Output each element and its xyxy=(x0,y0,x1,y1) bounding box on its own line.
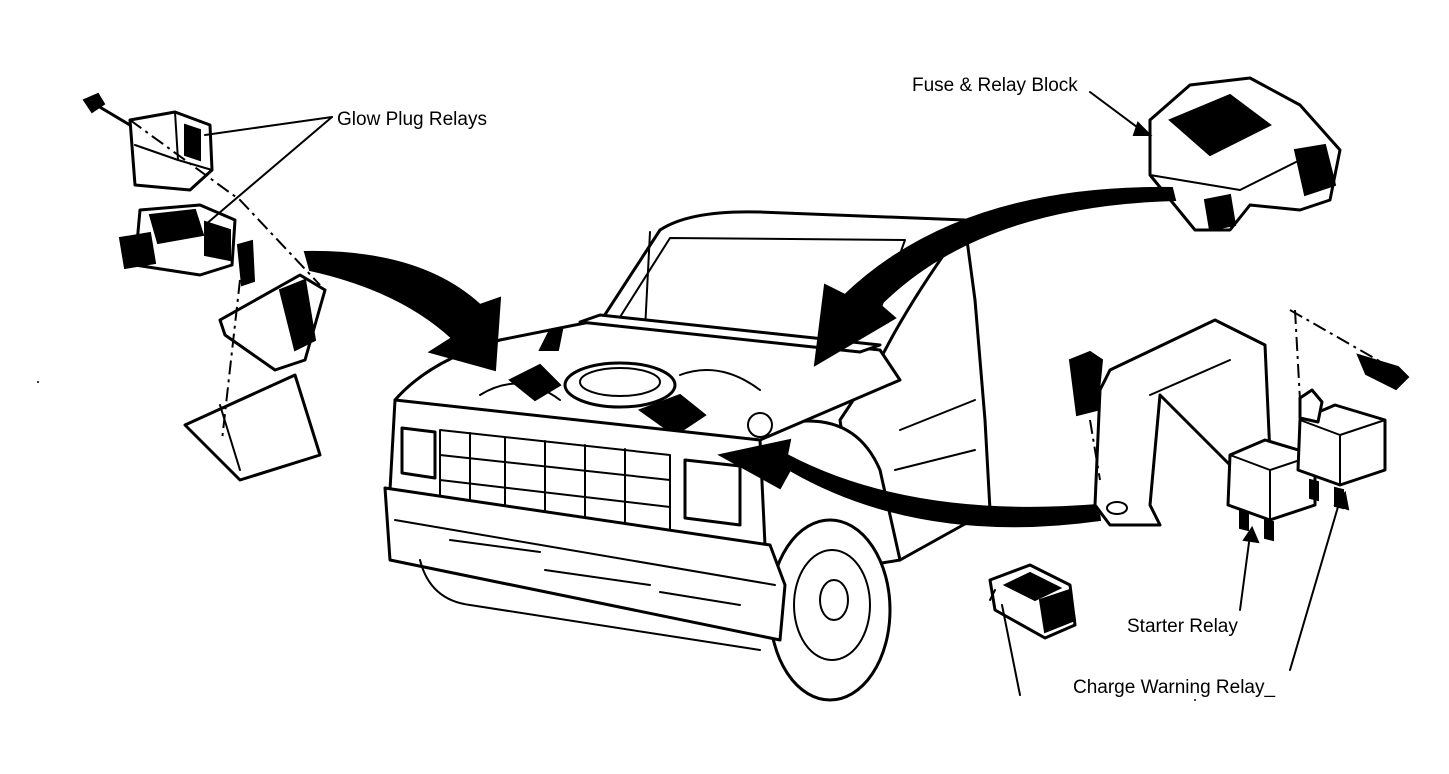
speck xyxy=(1194,699,1196,701)
fuse-block-pointer xyxy=(1089,91,1146,134)
charge-warning-relay-pointer xyxy=(1289,499,1341,671)
speck xyxy=(37,381,39,383)
engine xyxy=(479,329,773,438)
relay-bracket-assembly xyxy=(1068,309,1410,542)
starter-relay-pointer xyxy=(1239,534,1251,611)
glow-plug-pointer-1 xyxy=(204,116,333,136)
charge-warning-relay-label: Charge Warning Relay_ xyxy=(1073,677,1275,698)
glow-plug-relays-label: Glow Plug Relays xyxy=(337,109,487,130)
small-relay xyxy=(988,563,1077,640)
left-headlight xyxy=(400,426,437,480)
starter-relay-label: Starter Relay xyxy=(1127,616,1238,637)
small-relay-pointer xyxy=(1001,604,1021,696)
right-headlight xyxy=(683,458,742,527)
arrow-relays-to-cowl xyxy=(717,438,1102,528)
fuse-relay-block-label: Fuse & Relay Block xyxy=(912,75,1078,96)
glow-plug-pointer-2 xyxy=(204,116,333,226)
front-wheel xyxy=(768,518,892,702)
arrow-fuse-block-to-engine xyxy=(813,186,1177,367)
truck-front-illustration xyxy=(383,210,992,702)
fuse-relay-block xyxy=(1148,76,1342,232)
glow-plug-relays-assembly xyxy=(82,92,327,482)
arrow-glow-plug-to-engine xyxy=(303,250,502,372)
